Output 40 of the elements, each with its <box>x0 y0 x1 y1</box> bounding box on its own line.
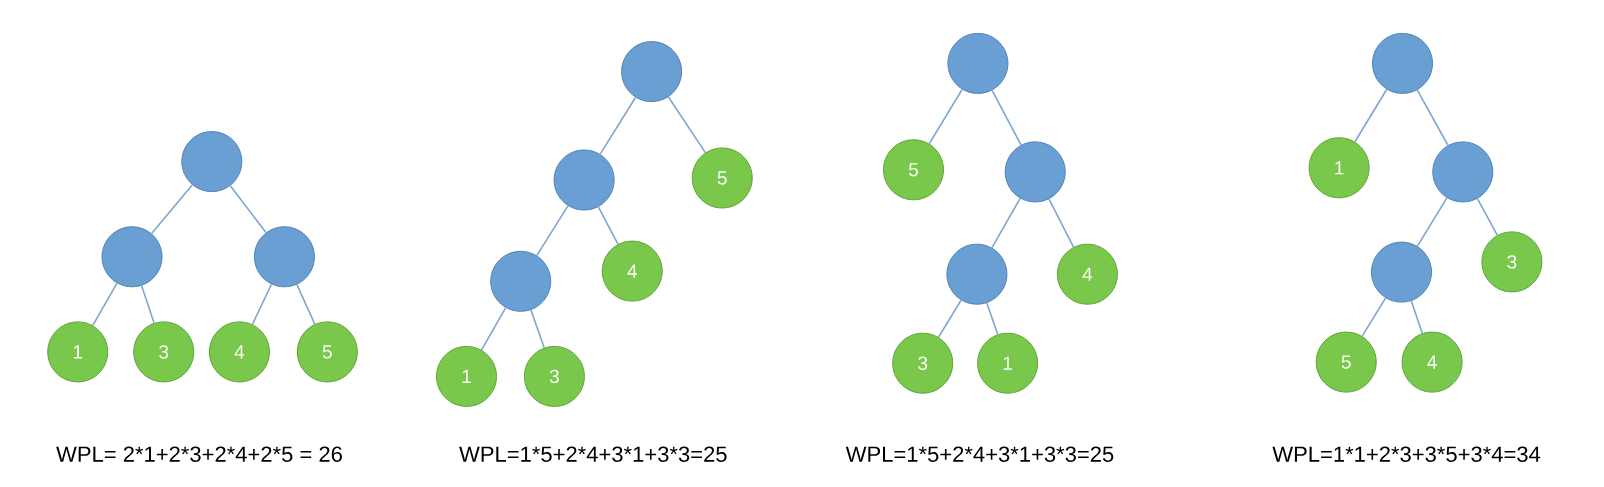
connector-line <box>599 96 637 155</box>
formula-text: WPL=1*1+2*3+3*5+3*4=34 <box>1272 446 1541 462</box>
connector-line <box>150 184 194 235</box>
connector-line <box>530 309 546 349</box>
connector-line <box>597 206 619 245</box>
connector-line <box>928 88 963 145</box>
node-circle <box>181 131 243 193</box>
connector-line <box>296 283 316 325</box>
node-circle <box>101 226 163 288</box>
connector-line <box>536 205 569 257</box>
connector-line <box>1416 197 1448 247</box>
connector-line <box>1354 88 1388 143</box>
node-circle <box>621 41 683 103</box>
node-circle <box>1004 141 1066 203</box>
connector-line <box>140 284 155 324</box>
node-circle <box>946 243 1008 305</box>
connector-line <box>937 299 962 338</box>
connector-line <box>667 96 707 154</box>
formula-text: WPL=1*5+2*4+3*1+3*3=25 <box>459 446 727 462</box>
connector-line <box>251 283 273 326</box>
connector-line <box>1476 197 1499 236</box>
connector-line <box>1410 300 1424 335</box>
node-circle <box>490 250 552 312</box>
node-circle <box>253 226 315 288</box>
connector-line <box>1416 89 1449 147</box>
connector-line <box>991 89 1022 146</box>
connector-line <box>92 282 118 327</box>
connector-line <box>1048 198 1075 248</box>
connector-line <box>1361 297 1387 337</box>
node-circle <box>1432 141 1494 203</box>
node-circle <box>553 149 615 211</box>
node-circle <box>1372 32 1433 94</box>
connector-line <box>229 185 267 234</box>
connector-line <box>991 197 1021 249</box>
node-circle <box>1371 241 1432 303</box>
connector-line <box>480 307 507 351</box>
connector-line <box>986 302 999 336</box>
formula-text: WPL= 2*1+2*3+2*4+2*5 = 26 <box>56 446 342 462</box>
formula-text: WPL=1*5+2*4+3*1+3*3=25 <box>845 446 1114 462</box>
node-circle <box>947 32 1009 94</box>
